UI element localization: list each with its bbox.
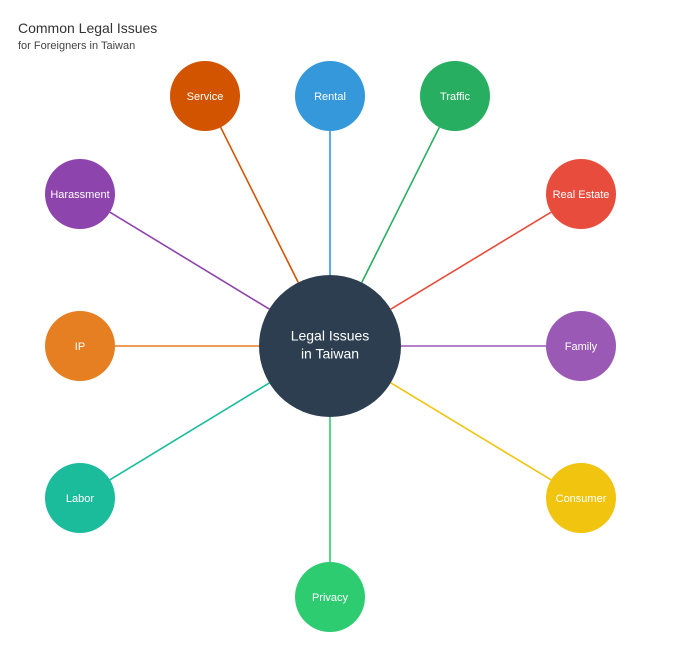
node-traffic[interactable]: Traffic: [420, 61, 490, 131]
node-rental[interactable]: Rental: [295, 61, 365, 131]
node-service[interactable]: Service: [170, 61, 240, 131]
node-circle-harassment: [45, 159, 115, 229]
connector-consumer: [390, 382, 552, 481]
connector-traffic: [361, 126, 441, 283]
node-label-real-estate: Real Estate: [553, 189, 610, 201]
node-privacy[interactable]: Privacy: [295, 562, 365, 632]
connectors: [109, 126, 552, 562]
node-circle-family: [546, 311, 616, 381]
node-circle-labor: [45, 463, 115, 533]
connector-harassment: [109, 211, 270, 310]
connector-labor: [109, 382, 270, 481]
node-circle-privacy: [295, 562, 365, 632]
node-circle-rental: [295, 61, 365, 131]
center-node: Legal Issues in Taiwan: [259, 275, 401, 417]
center-label-line2: in Taiwan: [301, 346, 359, 362]
node-label-service: Service: [187, 91, 224, 103]
node-circle-service: [170, 61, 240, 131]
connector-service: [219, 126, 299, 283]
node-label-privacy: Privacy: [312, 592, 349, 604]
node-label-rental: Rental: [314, 91, 346, 103]
node-label-labor: Labor: [66, 493, 94, 505]
node-label-harassment: Harassment: [50, 189, 109, 201]
connector-real-estate: [390, 211, 552, 310]
node-ip[interactable]: IP: [45, 311, 115, 381]
node-label-ip: IP: [75, 341, 85, 353]
center-circle: [259, 275, 401, 417]
node-real-estate[interactable]: Real Estate: [546, 159, 616, 229]
node-family[interactable]: Family: [546, 311, 616, 381]
node-circle-consumer: [546, 463, 616, 533]
node-label-consumer: Consumer: [556, 493, 607, 505]
node-harassment[interactable]: Harassment: [45, 159, 115, 229]
node-circle-ip: [45, 311, 115, 381]
node-label-family: Family: [565, 341, 598, 353]
node-circle-traffic: [420, 61, 490, 131]
node-consumer[interactable]: Consumer: [546, 463, 616, 533]
node-label-traffic: Traffic: [440, 91, 470, 103]
diagram-subtitle: for Foreigners in Taiwan: [18, 40, 136, 52]
node-circle-real-estate: [546, 159, 616, 229]
node-labor[interactable]: Labor: [45, 463, 115, 533]
center-label-line1: Legal Issues: [291, 328, 370, 344]
diagram-title: Common Legal Issues: [18, 20, 158, 36]
